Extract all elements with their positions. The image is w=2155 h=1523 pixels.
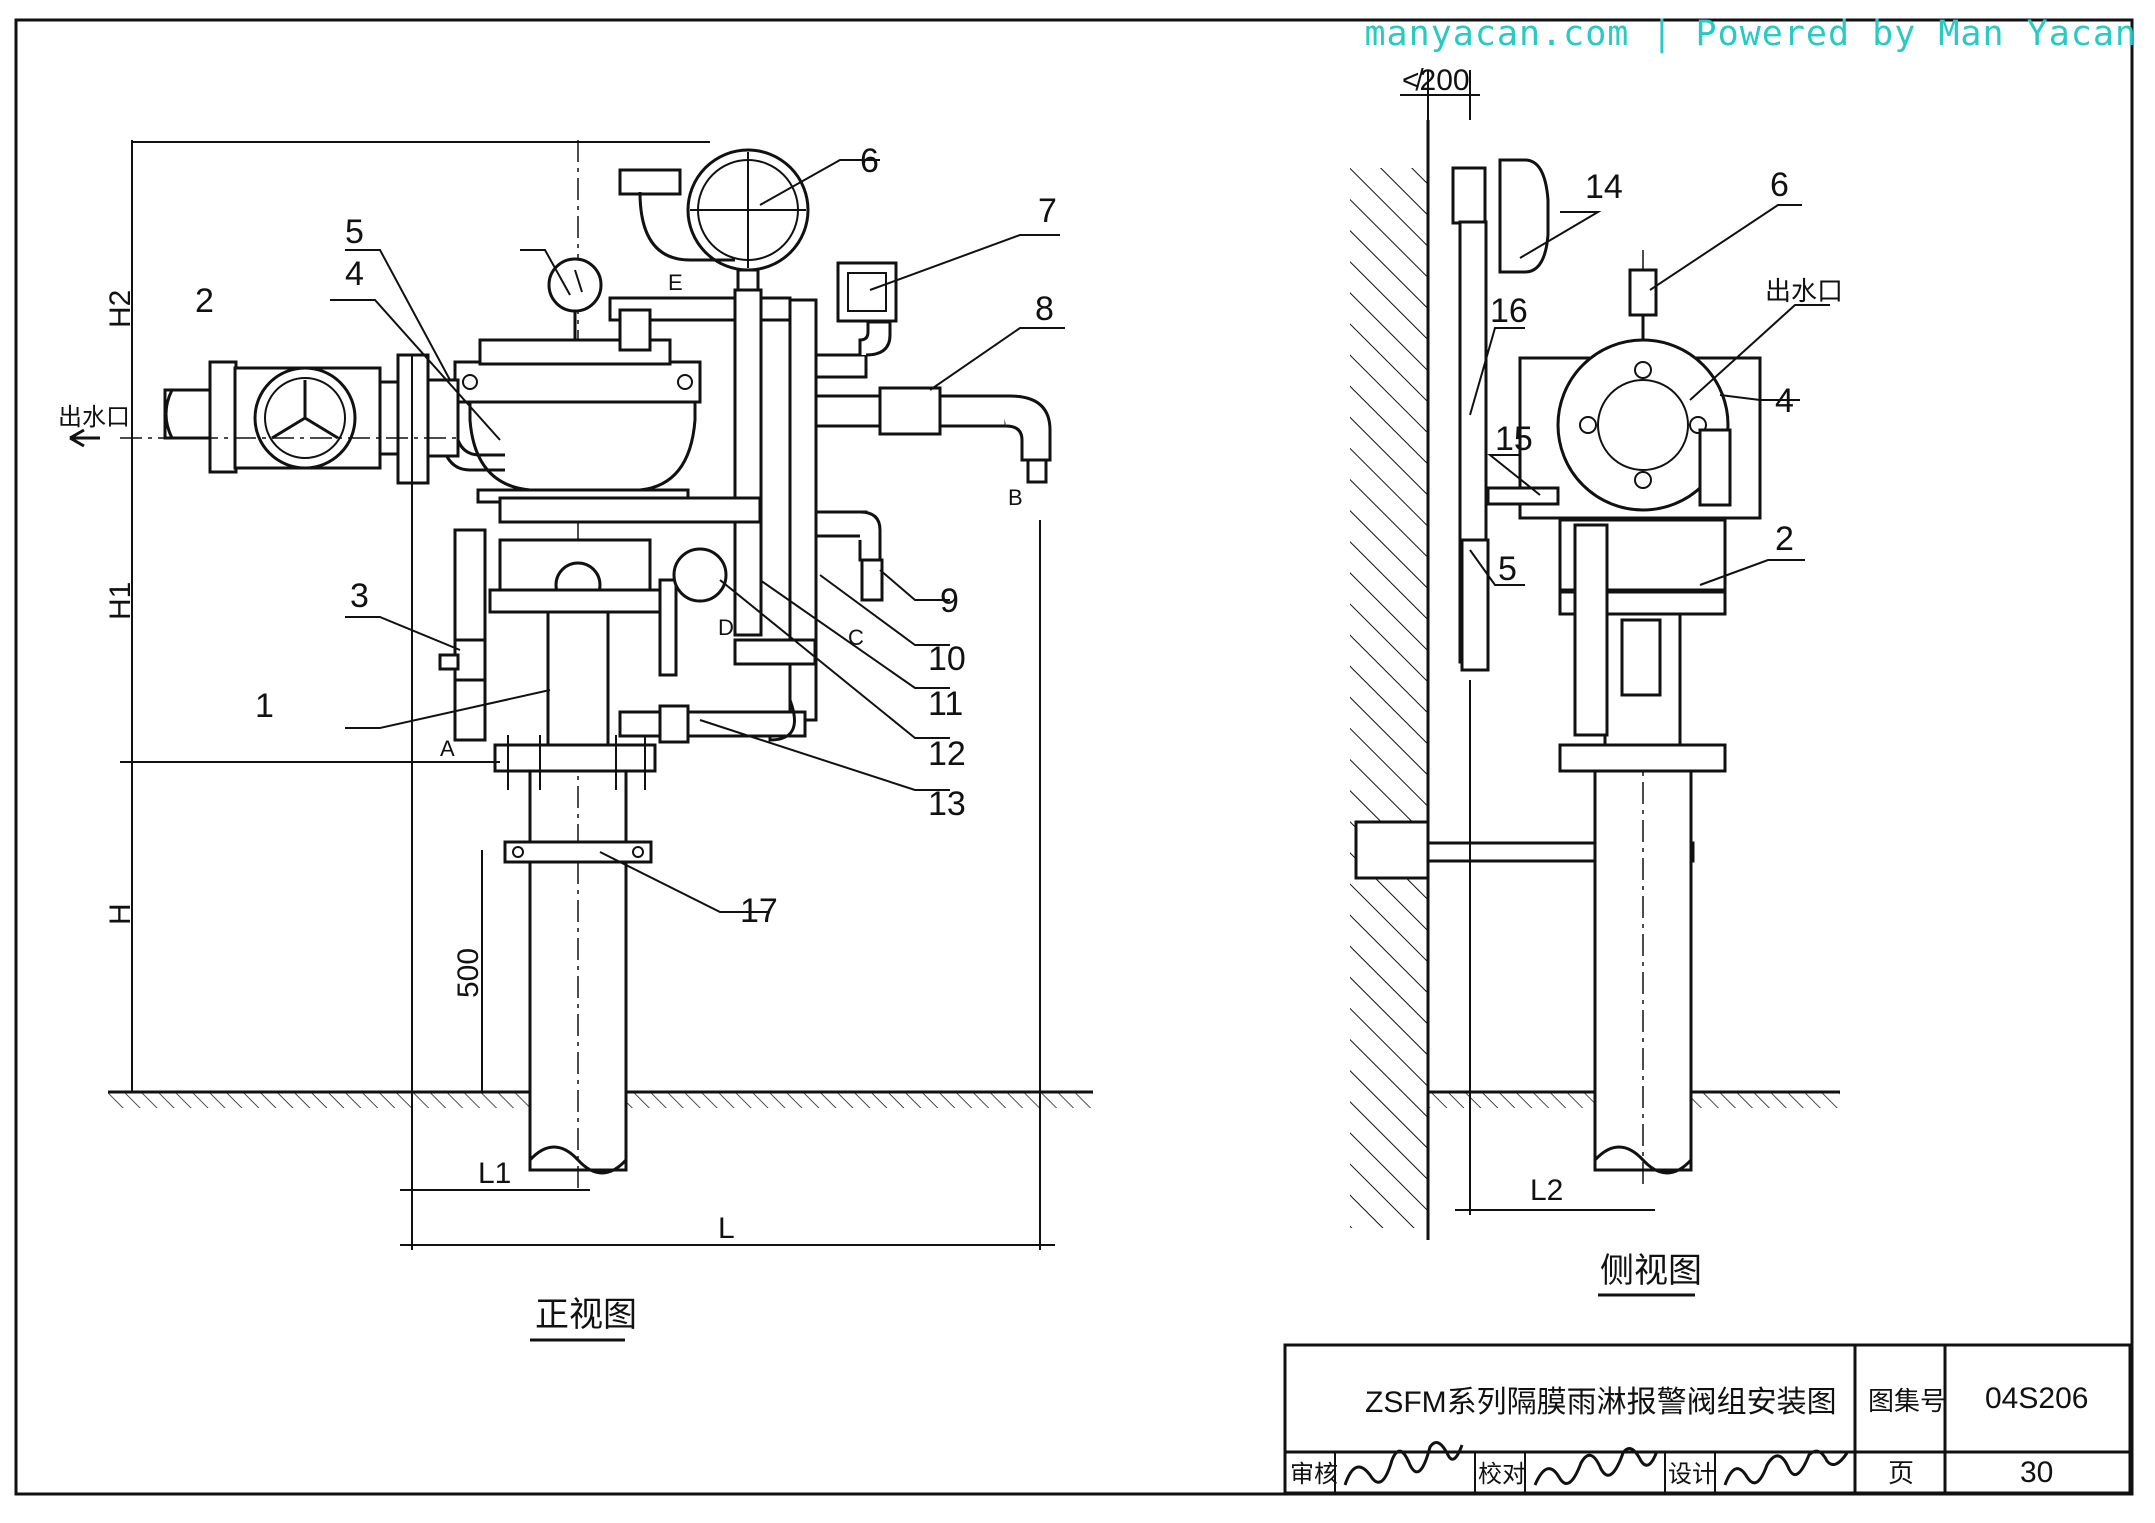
side-callout-6: 14	[1585, 168, 1623, 206]
side-outlet-label: 出水口	[1765, 276, 1843, 306]
callout-5: 5	[345, 213, 364, 251]
front-leaders	[330, 159, 1065, 913]
side-callout-2: 2	[1775, 520, 1794, 558]
callout-1: 1	[255, 687, 274, 725]
dim-500: 500	[452, 948, 485, 998]
dim-h2: H2	[104, 290, 137, 328]
diaphragm-chamber	[468, 398, 697, 492]
side-callout-14: 5	[1498, 550, 1517, 588]
checker-signature	[1533, 1447, 1659, 1486]
side-leaders	[1469, 204, 1830, 586]
design-label: 设计	[1668, 1461, 1716, 1488]
callout-10: 10	[928, 640, 966, 678]
side-callout-16: 16	[1490, 292, 1528, 330]
drawing-title: ZSFM系列隔膜雨淋报警阀组安装图	[1365, 1386, 1837, 1419]
dim-h: H	[104, 903, 137, 925]
side-callout-4: 4	[1775, 382, 1794, 420]
atlas-label: 图集号	[1868, 1386, 1946, 1416]
dim-l1: L1	[478, 1157, 511, 1190]
front-callouts: 1 2 3 4 5 6 7 8 9 10 11 12 13 17	[195, 142, 1057, 930]
side-dim-l2: L2	[1530, 1174, 1563, 1207]
gauge-lower	[672, 547, 728, 603]
check-label: 校对	[1478, 1461, 1526, 1488]
page-number: 30	[2020, 1456, 2053, 1489]
front-outlet-label: 出水口	[58, 404, 130, 431]
atlas-number: 04S206	[1985, 1382, 2088, 1415]
review-label: 审核	[1290, 1461, 1338, 1488]
port-d: D	[718, 615, 734, 640]
side-callout-5: 6	[1770, 166, 1789, 204]
callout-11: 11	[928, 685, 963, 723]
lower-flange	[493, 743, 657, 773]
pressure-gauge-small	[547, 257, 603, 313]
callout-2: 2	[195, 282, 214, 320]
reviewer-signature	[1343, 1441, 1464, 1486]
side-gauge	[1628, 268, 1658, 317]
side-callouts: 14 6 4 2 16 15 5	[1490, 166, 1794, 588]
dim-l: L	[718, 1212, 735, 1245]
side-view-title: 侧视图	[1600, 1252, 1702, 1290]
side-dim-wall-gap: ≮200	[1402, 64, 1470, 97]
callout-17: 17	[740, 892, 778, 930]
callout-13: 13	[928, 785, 966, 823]
callout-3: 3	[350, 577, 369, 615]
callout-7: 7	[1038, 192, 1057, 230]
dim-h1: H1	[104, 582, 137, 620]
wall-hatch	[1350, 168, 1428, 1228]
vertical-pipe	[733, 288, 763, 637]
callout-4: 4	[345, 255, 364, 293]
front-view-title: 正视图	[535, 1296, 637, 1334]
side-view	[1350, 120, 1840, 1240]
port-a: A	[440, 736, 455, 761]
port-b: B	[1008, 485, 1023, 510]
wall-bracket-slab	[1354, 820, 1430, 880]
pipe-clamp	[503, 840, 653, 864]
callout-12: 12	[928, 735, 966, 773]
front-view	[108, 140, 1093, 1250]
port-labels: A B C D E	[440, 270, 1023, 761]
side-pressure-gauge	[1498, 158, 1550, 274]
pressure-switch	[836, 261, 898, 323]
page-label: 页	[1888, 1458, 1914, 1488]
watermark: manyacan.com | Powered by Man Yacan	[1364, 14, 2137, 54]
front-dimensions: H2 H1 H 500 L1 L	[104, 290, 735, 1245]
callout-8: 8	[1035, 290, 1054, 328]
designer-signature	[1723, 1449, 1849, 1486]
callout-6: 6	[860, 142, 879, 180]
outlet-arrow	[69, 428, 100, 448]
title-block: ZSFM系列隔膜雨淋报警阀组安装图 图集号 04S206 审核 校对 设计 页 …	[1283, 1343, 2132, 1495]
port-c: C	[848, 625, 864, 650]
drawing-frame	[14, 18, 2134, 1496]
horizontal-pipe	[498, 496, 762, 524]
callout-9: 9	[940, 582, 959, 620]
side-callout-15: 15	[1495, 420, 1533, 458]
port-e: E	[668, 270, 683, 295]
